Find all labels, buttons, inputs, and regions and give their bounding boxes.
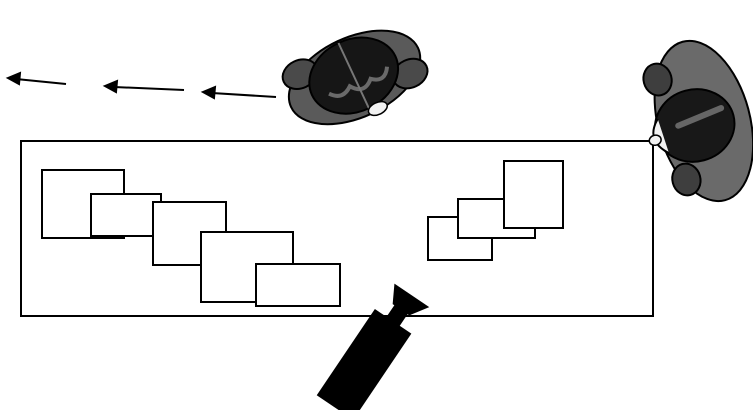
motion-arrow-1 bbox=[5, 71, 67, 86]
motion-arrows bbox=[5, 71, 277, 100]
person-walking bbox=[281, 29, 429, 126]
camera-icon bbox=[316, 283, 430, 410]
paper-stack-right bbox=[427, 160, 564, 261]
motion-arrow-3 bbox=[200, 85, 277, 100]
motion-arrow-2 bbox=[102, 79, 185, 94]
person-seated bbox=[642, 39, 753, 203]
paper-sheet bbox=[90, 193, 162, 237]
paper-sheet bbox=[503, 160, 564, 229]
paper-sheet bbox=[255, 263, 341, 307]
paper-stack-left bbox=[41, 169, 341, 307]
